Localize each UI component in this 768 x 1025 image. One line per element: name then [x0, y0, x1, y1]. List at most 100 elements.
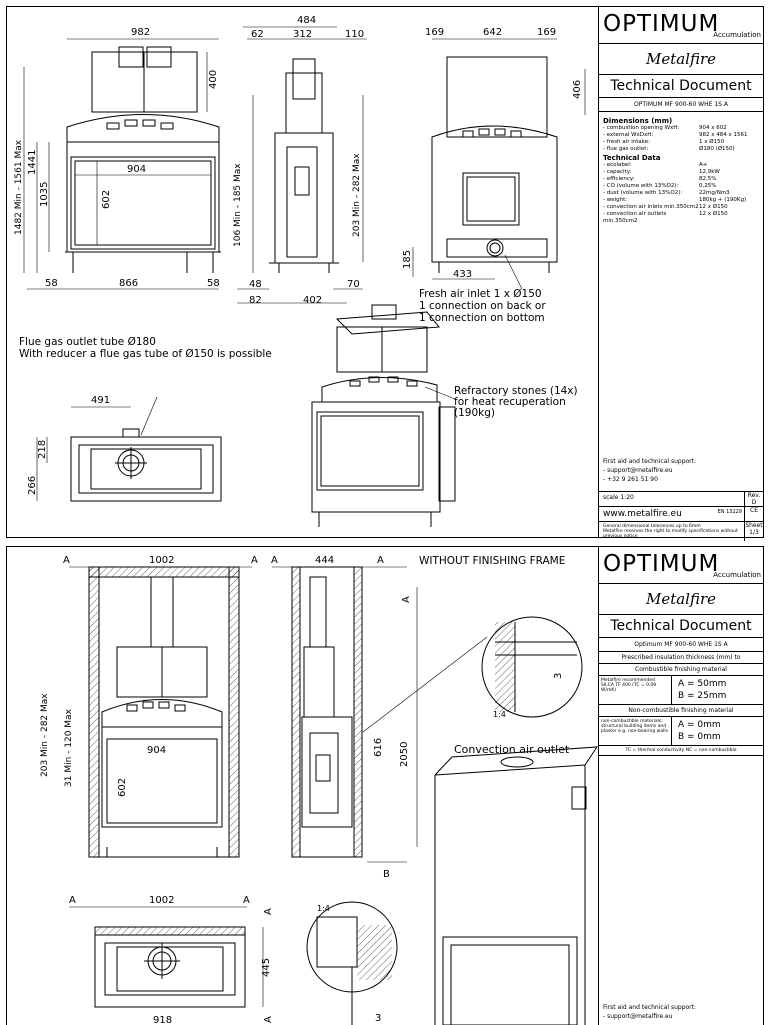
- title-block-1: OPTIMUM Accumulation Metalfire Technical…: [598, 7, 763, 541]
- note-refractory-1: Refractory stones (14x): [454, 385, 578, 397]
- dim-169-left: 169: [425, 27, 444, 38]
- dim-A-7: A: [243, 895, 250, 906]
- dim-602-front-2: 602: [117, 778, 128, 797]
- optimum-logo: OPTIMUM Accumulation: [599, 7, 763, 44]
- dim-A-2: A: [251, 555, 258, 566]
- dim-2050: 2050: [399, 742, 410, 767]
- dim-48: 48: [249, 279, 262, 290]
- note-flue-1: Flue gas outlet tube Ø180: [19, 336, 156, 348]
- metalfire-brand-2: Metalfire: [599, 584, 763, 615]
- support-info: First aid and technical support: - suppo…: [603, 457, 696, 484]
- dim-402: 402: [303, 295, 322, 306]
- support-email-2[interactable]: - support@metalfire.eu: [603, 1013, 673, 1020]
- dim-side-height: 106 Min - 185 Max: [233, 163, 243, 247]
- drawing-area-2: WITHOUT FINISHING FRAME A 1002 A A 444 A…: [40, 555, 598, 1025]
- spec-row: - combustion opening WxH:904 x 602: [603, 125, 727, 131]
- side-view: [237, 26, 367, 304]
- dim-312: 312: [293, 29, 312, 40]
- insulation-title: Prescribed insulation thickness (mm) to: [599, 652, 763, 664]
- optimum-logo-2: OPTIMUM Accumulation: [599, 547, 763, 584]
- dim-918: 918: [153, 1015, 172, 1025]
- scale-1-4-bottom: 1:4: [317, 904, 330, 913]
- logo-subtext-2: Accumulation: [713, 571, 761, 579]
- note-flue-2: With reducer a flue gas tube of Ø150 is …: [19, 348, 272, 360]
- dim-406: 406: [572, 80, 583, 99]
- support-phone: - +32 9 261 51 90: [603, 476, 658, 483]
- technical-sheet-1: 982 400 1482 Min - 1561 Max 1441 1035 90…: [6, 6, 764, 541]
- dim-62: 62: [251, 29, 264, 40]
- dim-A-6: A: [69, 895, 76, 906]
- spec-row: - CO (volume with 13%O2):0,25%: [603, 183, 717, 189]
- insulation-table: Prescribed insulation thickness (mm) to …: [599, 652, 763, 756]
- convection-outlet-label: Convection air outlet: [454, 743, 570, 756]
- dim-3-top: 3: [553, 673, 564, 679]
- dim-185: 185: [402, 250, 413, 269]
- dim-491: 491: [91, 395, 110, 406]
- revision: Rev.D: [744, 492, 763, 506]
- dim-A-4: A: [377, 555, 384, 566]
- dim-A-9: A: [263, 1016, 274, 1023]
- installation-side: [272, 566, 488, 863]
- legend: TC = thermal conductivity NC = non-combu…: [599, 746, 763, 756]
- support-title-2: First aid and technical support:: [603, 1004, 697, 1011]
- dim-82: 82: [249, 295, 262, 306]
- dim-1035: 1035: [39, 182, 50, 207]
- en-standard: EN 13229: [717, 509, 742, 515]
- dim-400: 400: [208, 70, 219, 89]
- dim-904-front-2: 904: [147, 745, 166, 756]
- without-frame-label: WITHOUT FINISHING FRAME: [419, 555, 565, 567]
- noncombustible-row: non-combustible materials: structural bu…: [599, 717, 763, 746]
- dim-3-bottom: 3: [375, 1013, 381, 1024]
- support-info-2: First aid and technical support: - suppo…: [603, 1003, 696, 1021]
- dim-front-height: 203 Min - 282 Max: [40, 693, 50, 777]
- website-link[interactable]: www.metalfire.eu: [603, 509, 682, 519]
- spec-row: - flue gas outlet:Ø180 (Ø150): [603, 146, 735, 152]
- document-title-2: Technical Document: [599, 615, 763, 638]
- title-block-2: OPTIMUM Accumulation Metalfire Technical…: [598, 547, 763, 1025]
- document-title: Technical Document: [599, 75, 763, 98]
- logo-subtext: Accumulation: [713, 31, 761, 39]
- note-refractory-2: for heat recuperation: [454, 396, 566, 408]
- dim-602-front: 602: [101, 190, 112, 209]
- dim-A-8: A: [263, 908, 274, 915]
- detail-bottom: [306, 901, 398, 1025]
- spec-row: - dust (volume with 13%O2):22mg/Nm3: [603, 190, 730, 196]
- support-title: First aid and technical support:: [603, 458, 697, 465]
- dim-A-3: A: [271, 555, 278, 566]
- tolerance-note: General dimensional tolerances up to 6mm…: [603, 524, 738, 539]
- dim-169-right: 169: [537, 27, 556, 38]
- combustible-row: Metalfire recommended SILCA TF 400 (TC =…: [599, 676, 763, 705]
- support-email[interactable]: - support@metalfire.eu: [603, 467, 673, 474]
- spec-row: - external WxDxH:982 x 484 x 1561: [603, 132, 748, 138]
- title-footer: scale 1:20 Rev.D www.metalfire.eu EN 13229…: [599, 491, 763, 541]
- scale-label: scale 1:20: [603, 494, 634, 501]
- spec-row: - weight:180kg + (190Kg): [603, 197, 747, 203]
- dimensions-heading: Dimensions (mm): [603, 117, 673, 125]
- spec-row: - fresh air intake:1 x Ø150: [603, 139, 725, 145]
- dim-484: 484: [297, 15, 316, 26]
- technical-sheet-2: WITHOUT FINISHING FRAME A 1002 A A 444 A…: [6, 546, 764, 1025]
- dim-1441: 1441: [27, 150, 38, 175]
- drawing-area-1: 982 400 1482 Min - 1561 Max 1441 1035 90…: [14, 15, 586, 527]
- dim-904-front: 904: [127, 164, 146, 175]
- note-fresh-air-2: 1 connection on back or: [419, 300, 546, 312]
- note-fresh-air-1: Fresh air inlet 1 x Ø150: [419, 288, 542, 300]
- top-view: [36, 396, 222, 502]
- dim-866: 866: [119, 278, 138, 289]
- combustible-desc: Metalfire recommended SILCA TF 400 (TC =…: [599, 676, 672, 704]
- dim-1002-front: 1002: [149, 555, 174, 566]
- dim-58-right: 58: [207, 278, 220, 289]
- dim-642: 642: [483, 27, 502, 38]
- dim-B: B: [383, 869, 390, 880]
- installation-perspective: [434, 746, 598, 1025]
- dim-back-height: 203 Min - 282 Max: [352, 153, 362, 237]
- spec-row: - capacity:12,9kW: [603, 169, 720, 175]
- metalfire-brand: Metalfire: [599, 44, 763, 75]
- dim-433: 433: [453, 269, 472, 280]
- model-name-2: Optimum MF 900-60 WHE 1S A: [599, 638, 763, 652]
- dim-A-5: A: [401, 596, 412, 603]
